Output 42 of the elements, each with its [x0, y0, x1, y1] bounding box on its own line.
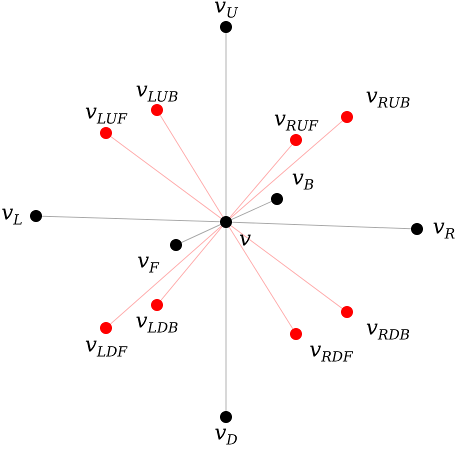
edge-line [230, 200, 272, 220]
vertex-dot [271, 193, 283, 205]
edge-line [180, 224, 222, 243]
vertex-label: v$_{RUF}$ [274, 108, 318, 134]
edge-line [110, 225, 222, 325]
vertex-dot [341, 111, 353, 123]
edge-line [230, 120, 343, 219]
vertex-dot [170, 239, 182, 251]
vertex-dot [290, 328, 302, 340]
vertex-label: v$_{F}$ [137, 250, 159, 276]
vertex-dot [411, 223, 423, 235]
vertex-label: v$_{LDB}$ [136, 310, 178, 336]
vertex-label: v$_{L}$ [1, 202, 23, 228]
vertex-dot [100, 127, 112, 139]
vertex-label: v$_{R}$ [432, 216, 456, 242]
vertex-label: v$_{LDF}$ [84, 334, 128, 360]
vertex-label: v [239, 228, 251, 250]
vertex-dot [220, 21, 232, 33]
vertex-dot [30, 210, 42, 222]
vertex-label: v$_{RDB}$ [366, 318, 410, 342]
edge-line [110, 136, 222, 219]
vertex-dot [290, 134, 302, 146]
vertex-dot [100, 322, 112, 334]
edge-line [228, 226, 294, 330]
vertex-label: v$_{D}$ [214, 422, 238, 448]
vertex-dot [220, 216, 232, 228]
vertex-label: v$_{LUB}$ [136, 80, 178, 104]
vertex-dot [220, 411, 232, 423]
vertex-dot [151, 299, 163, 311]
edge-line [229, 144, 293, 218]
vertex-label: v$_{B}$ [292, 168, 314, 192]
edge-line [232, 222, 412, 230]
vertex-dot [151, 104, 163, 116]
edge-line [160, 114, 224, 218]
edge-line [42, 216, 220, 222]
vertex-label: v$_{LUF}$ [85, 102, 127, 126]
edge-line [230, 225, 343, 309]
vertex-label: v$_{U}$ [214, 0, 238, 20]
vertex-dot [341, 306, 353, 318]
vertex-label: v$_{RDF}$ [309, 340, 353, 364]
vertex-label: v$_{RUB}$ [366, 86, 410, 110]
edge-line [160, 226, 223, 301]
